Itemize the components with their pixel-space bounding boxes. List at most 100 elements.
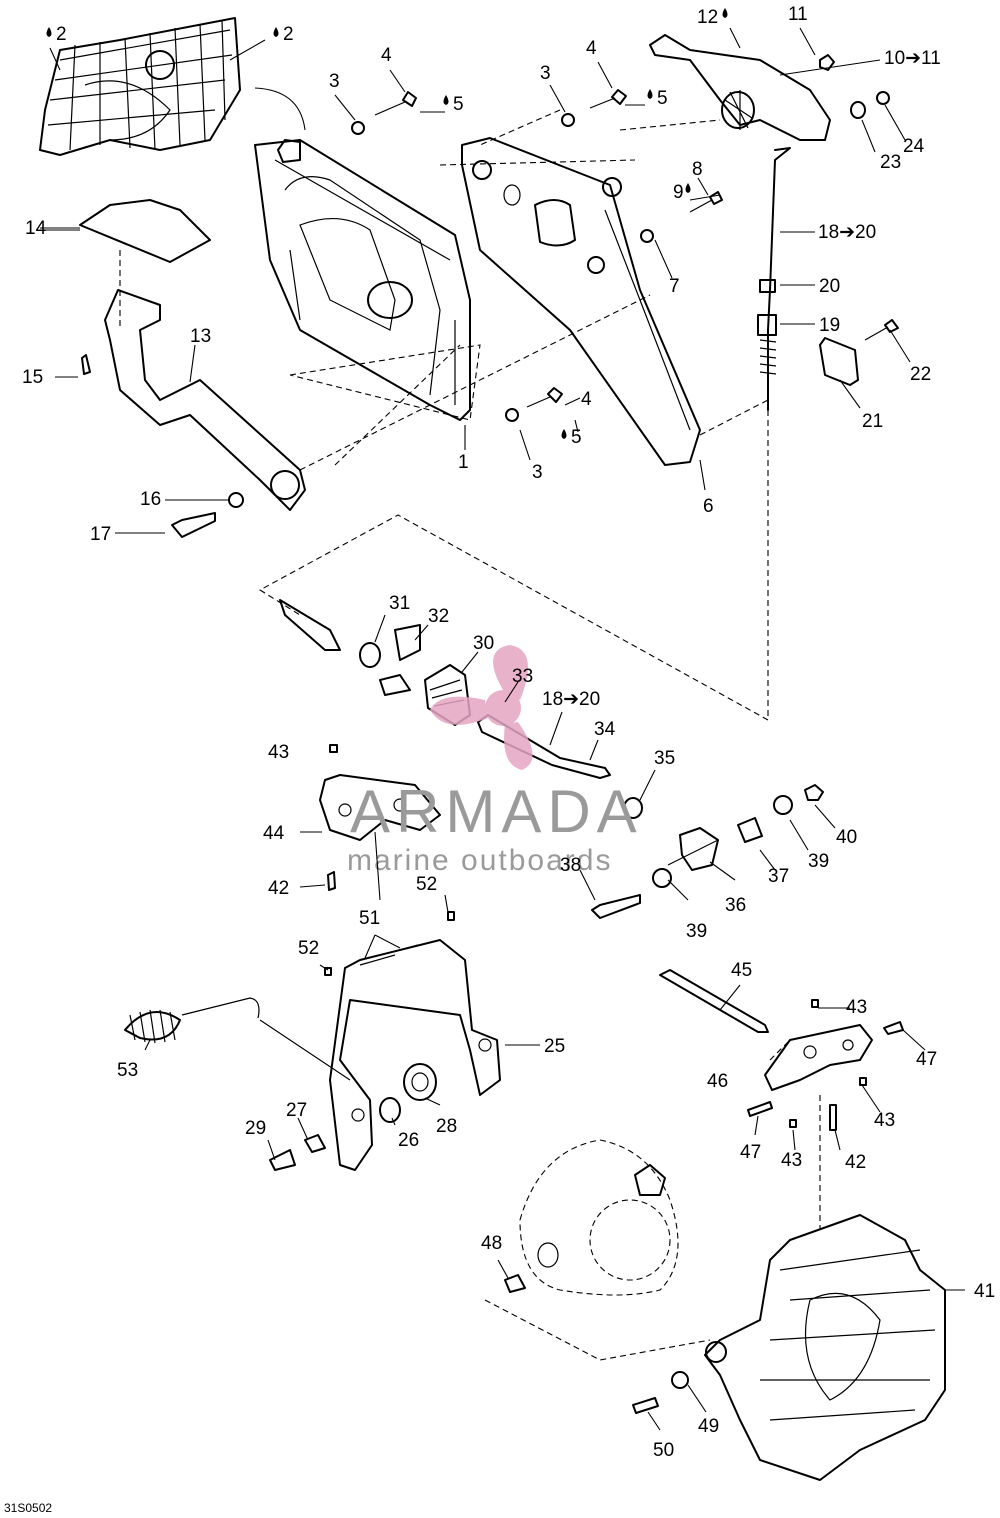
callout-33: 33 xyxy=(512,666,533,687)
callout-31: 31 xyxy=(389,593,410,614)
callout-45: 45 xyxy=(731,960,752,981)
drop-icon xyxy=(722,8,728,18)
callout-24: 24 xyxy=(903,136,925,157)
callout-28: 28 xyxy=(436,1116,457,1137)
callout-5: 5 xyxy=(657,88,668,109)
callout-26: 26 xyxy=(398,1130,419,1151)
callout-27: 27 xyxy=(286,1100,307,1121)
callout-8: 8 xyxy=(692,159,703,180)
callout-4: 4 xyxy=(586,38,597,59)
callout-30: 30 xyxy=(473,633,494,654)
mounting-bracket-part-44 xyxy=(319,774,441,841)
callout-21: 21 xyxy=(862,411,883,432)
callout-43: 43 xyxy=(874,1110,895,1131)
callout-41: 41 xyxy=(974,1281,995,1302)
splash-shield-part-2 xyxy=(39,17,241,156)
callout-47: 47 xyxy=(916,1049,937,1070)
console-body-part-1 xyxy=(254,139,471,421)
callout-16: 16 xyxy=(140,489,161,510)
drop-icon xyxy=(561,429,567,439)
callout-40: 40 xyxy=(836,827,857,848)
drop-icon xyxy=(443,95,449,105)
callout-1: 1 xyxy=(458,452,469,473)
callout-4: 4 xyxy=(581,389,592,410)
callout-46: 46 xyxy=(707,1071,728,1092)
callout-47: 47 xyxy=(740,1142,761,1163)
callout-39: 39 xyxy=(686,921,707,942)
drop-symbols xyxy=(46,8,728,439)
callout-25: 25 xyxy=(544,1036,565,1057)
pad-part-14 xyxy=(79,199,211,263)
lever-part-10-12 xyxy=(649,34,831,141)
callout-10: 10➔11 xyxy=(884,48,941,69)
callout-39: 39 xyxy=(808,851,829,872)
callout-3: 3 xyxy=(540,63,551,84)
console-plate-part-6 xyxy=(461,137,701,466)
link-rod-part-45 xyxy=(659,969,769,1033)
callout-32: 32 xyxy=(428,606,449,627)
callout-2: 2 xyxy=(283,24,294,45)
callout-42: 42 xyxy=(845,1152,866,1173)
linkage-hardware-part-35-40 xyxy=(591,784,824,919)
watermark-logo xyxy=(430,645,533,770)
callout-29: 29 xyxy=(245,1118,266,1139)
callout-43: 43 xyxy=(268,742,289,763)
watermark: ARMADA marine outboards xyxy=(347,645,643,877)
callout-5: 5 xyxy=(571,427,582,448)
callout-3: 3 xyxy=(329,71,340,92)
callout-42: 42 xyxy=(268,878,289,899)
callout-22: 22 xyxy=(910,364,931,385)
bracket-arm-part-13 xyxy=(104,289,306,511)
housing-part-41 xyxy=(704,1214,946,1481)
bushing-bearing-part-26-28 xyxy=(269,1063,437,1171)
plate-part-21 xyxy=(819,337,859,386)
watermark-subtitle: marine outboards xyxy=(347,844,612,877)
callout-5: 5 xyxy=(453,94,464,115)
callout-11: 11 xyxy=(788,4,808,25)
control-rod-part-18-20 xyxy=(757,147,791,411)
callout-20: 20 xyxy=(819,276,840,297)
callout-38: 38 xyxy=(560,855,581,876)
callout-18: 18➔20 xyxy=(818,222,876,243)
callout-2: 2 xyxy=(56,24,67,45)
callout-36: 36 xyxy=(725,895,746,916)
callout-4: 4 xyxy=(381,45,392,66)
callout-43: 43 xyxy=(781,1150,802,1171)
callout-50: 50 xyxy=(653,1440,674,1461)
callout-6: 6 xyxy=(703,496,714,517)
drop-icon xyxy=(685,183,691,193)
callout-12: 12 xyxy=(697,7,718,28)
drawing-code: 31S0502 xyxy=(4,1501,52,1515)
callout-34: 34 xyxy=(594,719,616,740)
callout-35: 35 xyxy=(654,748,675,769)
bracket-part-46 xyxy=(764,1024,873,1091)
callout-19: 19 xyxy=(819,315,840,336)
callout-7: 7 xyxy=(669,276,680,297)
callout-44: 44 xyxy=(263,823,285,844)
callout-43: 43 xyxy=(846,997,867,1018)
frame-part-25 xyxy=(329,939,501,1171)
spring-part-53 xyxy=(124,997,260,1044)
callout-52: 52 xyxy=(298,938,319,959)
callout-17: 17 xyxy=(90,524,111,545)
callout-14: 14 xyxy=(25,218,47,239)
callout-37: 37 xyxy=(768,866,789,887)
callout-51: 51 xyxy=(359,908,380,929)
callout-3: 3 xyxy=(532,462,543,483)
drop-icon xyxy=(46,27,52,37)
callout-52: 52 xyxy=(416,874,437,895)
callout-48: 48 xyxy=(481,1233,502,1254)
watermark-title: ARMADA xyxy=(350,778,643,845)
engine-outline xyxy=(519,1139,679,1296)
leader-lines xyxy=(40,27,965,1431)
callout-49: 49 xyxy=(698,1416,719,1437)
callout-18: 18➔20 xyxy=(542,689,600,710)
drop-icon xyxy=(273,27,279,37)
callout-23: 23 xyxy=(880,152,901,173)
callout-9: 9 xyxy=(673,182,684,203)
fasteners xyxy=(81,54,904,1414)
drop-icon xyxy=(647,89,653,99)
callout-53: 53 xyxy=(117,1060,138,1081)
callout-labels: 1 2 2 3 3 3 4 4 4 5 5 5 6 7 8 9 10➔11 11… xyxy=(4,4,995,1515)
